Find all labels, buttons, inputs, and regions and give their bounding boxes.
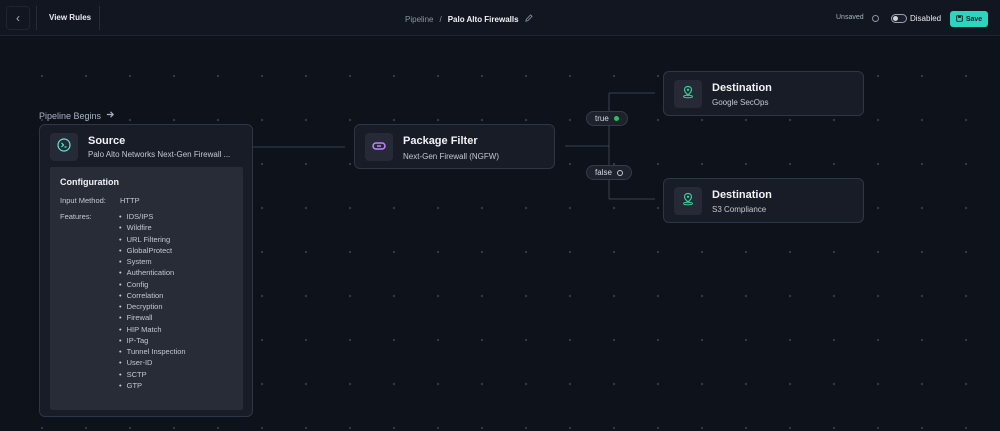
save-label: Save xyxy=(965,15,983,23)
info-icon[interactable] xyxy=(872,15,879,22)
destination-subtitle: Google SecOps xyxy=(712,98,769,107)
branch-false-label[interactable]: false xyxy=(586,165,632,180)
feature-item: GlobalProtect xyxy=(119,245,186,256)
configuration-panel: Configuration Input Method: HTTP Feature… xyxy=(50,167,243,410)
feature-item: Correlation xyxy=(119,290,186,301)
divider xyxy=(99,6,100,30)
feature-item: Wildfire xyxy=(119,222,186,233)
toggle-knob xyxy=(893,16,898,21)
map-pin-icon xyxy=(681,85,695,104)
breadcrumb-separator: / xyxy=(439,14,442,24)
feature-item: IDS/IPS xyxy=(119,211,186,222)
feature-item: Tunnel Inspection xyxy=(119,346,186,357)
destination-title: Destination xyxy=(712,189,772,201)
source-node[interactable]: Source Palo Alto Networks Next-Gen Firew… xyxy=(39,124,253,417)
destination-subtitle: S3 Compliance xyxy=(712,205,767,214)
back-button[interactable]: ‹ xyxy=(6,6,30,30)
features-list: IDS/IPS Wildfire URL Filtering GlobalPro… xyxy=(119,211,186,391)
filter-subtitle: Next-Gen Firewall (NGFW) xyxy=(403,152,500,161)
false-status-dot xyxy=(616,169,623,176)
view-rules-button[interactable]: View Rules xyxy=(49,13,92,22)
map-pin-icon xyxy=(681,192,695,211)
source-title: Source xyxy=(88,135,126,147)
save-button[interactable]: Save xyxy=(950,11,988,27)
feature-item: User-ID xyxy=(119,357,186,368)
feature-item: Authentication xyxy=(119,267,186,278)
chevron-left-icon: ‹ xyxy=(16,11,20,25)
save-icon xyxy=(956,14,963,24)
source-subtitle: Palo Alto Networks Next-Gen Firewall ... xyxy=(88,150,231,159)
top-bar: ‹ View Rules Pipeline / Palo Alto Firewa… xyxy=(0,0,1000,36)
enabled-toggle[interactable] xyxy=(891,14,907,23)
link-icon xyxy=(372,138,386,156)
feature-item: HIP Match xyxy=(119,324,186,335)
breadcrumb-current: Palo Alto Firewalls xyxy=(447,14,519,24)
unsaved-status: Unsaved xyxy=(836,14,864,21)
filter-icon-box xyxy=(365,133,393,161)
branch-true-label[interactable]: true xyxy=(586,111,628,126)
destination-icon-box xyxy=(674,80,702,108)
feature-item: URL Filtering xyxy=(119,234,186,245)
feature-item: Decryption xyxy=(119,301,186,312)
breadcrumb-pipeline[interactable]: Pipeline xyxy=(405,14,434,24)
destination-title: Destination xyxy=(712,82,772,94)
input-method-label: Input Method: xyxy=(60,196,106,205)
feature-item: System xyxy=(119,256,186,267)
filter-title: Package Filter xyxy=(403,135,478,147)
feature-item: GTP xyxy=(119,380,186,391)
features-label: Features: xyxy=(60,212,92,221)
feature-item: SCTP xyxy=(119,369,186,380)
input-method-value: HTTP xyxy=(120,196,140,205)
pipeline-begins-label: Pipeline Begins xyxy=(39,110,115,121)
toggle-label: Disabled xyxy=(910,14,942,23)
feature-item: Config xyxy=(119,279,186,290)
feature-item: IP-Tag xyxy=(119,335,186,346)
source-icon-box xyxy=(50,133,78,161)
destination-node-s3-compliance[interactable]: Destination S3 Compliance xyxy=(663,178,864,223)
arrow-right-icon xyxy=(106,110,115,121)
pipeline-begins-text: Pipeline Begins xyxy=(39,110,102,121)
branch-false-text: false xyxy=(595,168,612,177)
destination-node-google-secops[interactable]: Destination Google SecOps xyxy=(663,71,864,116)
configuration-title: Configuration xyxy=(60,177,119,187)
terminal-icon xyxy=(57,137,71,157)
edit-pencil-icon[interactable] xyxy=(524,14,533,24)
true-status-dot xyxy=(613,116,619,121)
breadcrumb: Pipeline / Palo Alto Firewalls xyxy=(405,14,533,24)
destination-icon-box xyxy=(674,187,702,215)
divider xyxy=(36,6,37,30)
package-filter-node[interactable]: Package Filter Next-Gen Firewall (NGFW) xyxy=(354,124,555,169)
branch-true-text: true xyxy=(595,114,609,123)
feature-item: Firewall xyxy=(119,312,186,323)
